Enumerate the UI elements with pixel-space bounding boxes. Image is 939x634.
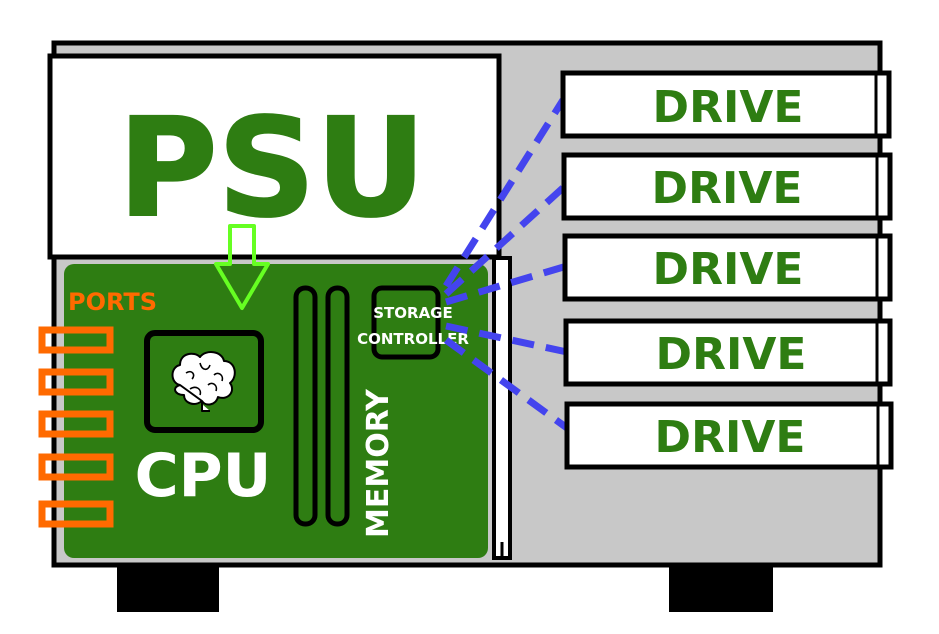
- power-arrow: [214, 224, 270, 310]
- port: [38, 326, 114, 354]
- connection-line-drive-3: [445, 262, 568, 306]
- port: [38, 500, 114, 528]
- drive-label: DRIVE: [655, 412, 806, 463]
- port: [38, 410, 114, 438]
- drive-label: DRIVE: [653, 244, 804, 295]
- drive-label: DRIVE: [652, 163, 803, 214]
- ports-group: [38, 326, 114, 528]
- case-foot-right: [669, 560, 773, 612]
- case-foot-left: [117, 560, 219, 612]
- brain-icon: [171, 351, 236, 412]
- drive-box: [561, 152, 893, 221]
- psu-box: [47, 53, 502, 260]
- port: [38, 368, 114, 396]
- drive: DRIVE: [564, 401, 894, 470]
- memory-label: MEMORY: [361, 388, 396, 538]
- psu-label: PSU: [118, 90, 426, 248]
- drive: DRIVE: [563, 318, 893, 387]
- drive-label: DRIVE: [653, 82, 804, 133]
- drive-box: [564, 401, 894, 470]
- drive: DRIVE: [561, 152, 893, 221]
- cpu-label: CPU: [135, 441, 272, 511]
- case-divider: [492, 256, 512, 560]
- ports-label: PORTS: [68, 288, 157, 316]
- connection-line-drive-2: [443, 183, 568, 297]
- drive: DRIVE: [560, 70, 892, 139]
- memory-slot: [325, 285, 350, 527]
- drive-box: [562, 233, 893, 302]
- connection-line-drive-1: [443, 98, 566, 288]
- drive-box: [563, 318, 893, 387]
- drive: DRIVE: [562, 233, 893, 302]
- drive-label: DRIVE: [656, 329, 807, 380]
- storage-controller-label-line1: STORAGE: [373, 304, 453, 322]
- connection-line-drive-4: [445, 322, 568, 356]
- storage-connections: [443, 98, 570, 431]
- connection-line-drive-5: [443, 337, 570, 431]
- drive-box: [560, 70, 892, 139]
- storage-controller-label-line2: CONTROLLER: [357, 330, 469, 348]
- port: [38, 453, 114, 481]
- storage-controller-chip: [371, 285, 441, 360]
- memory-slot: [293, 285, 318, 527]
